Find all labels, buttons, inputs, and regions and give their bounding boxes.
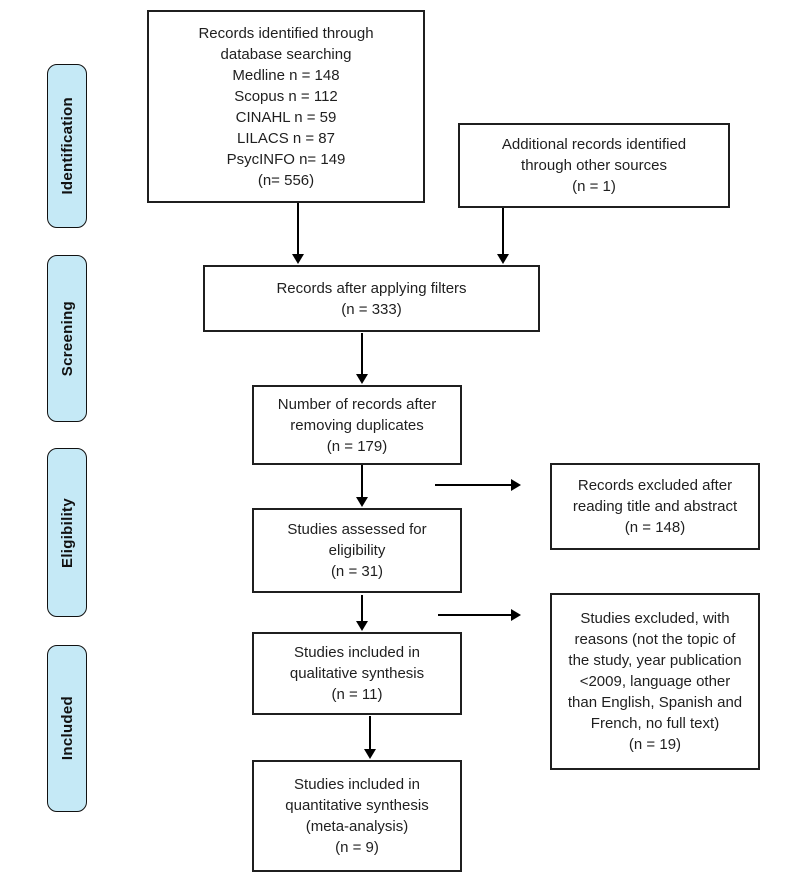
box-after-removing-duplicates: Number of records after removing duplica… (252, 385, 462, 465)
box-studies-assessed-eligibility: Studies assessed for eligibility (n = 31… (252, 508, 462, 593)
box-records-excluded-title-abstract: Records excluded after reading title and… (550, 463, 760, 550)
arrow-duplicates-to-assessed (361, 465, 363, 498)
arrow-to-studies-excluded (438, 614, 512, 616)
box-quantitative-synthesis-text: Studies included in quantitative synthes… (285, 776, 429, 856)
stage-label-screening: Screening (47, 255, 87, 422)
stage-label-text: Eligibility (58, 497, 76, 568)
box-records-identified: Records identified through database sear… (147, 10, 425, 203)
arrow-database-to-filters (297, 203, 299, 255)
stage-label-included: Included (47, 645, 87, 812)
box-after-removing-duplicates-text: Number of records after removing duplica… (277, 395, 437, 455)
stage-label-identification: Identification (47, 64, 87, 228)
stage-label-text: Screening (58, 300, 76, 377)
box-records-after-filters: Records after applying filters (n = 333) (203, 265, 540, 332)
stage-label-text: Identification (58, 97, 76, 195)
box-qualitative-synthesis: Studies included in qualitative synthesi… (252, 632, 462, 715)
box-studies-excluded-reasons: Studies excluded, with reasons (not the … (550, 593, 760, 770)
box-qualitative-synthesis-text: Studies included in qualitative synthesi… (289, 644, 425, 703)
arrow-filters-to-duplicates (361, 333, 363, 375)
box-quantitative-synthesis: Studies included in quantitative synthes… (252, 760, 462, 872)
box-studies-assessed-eligibility-text: Studies assessed for eligibility (n = 31… (287, 521, 427, 580)
box-studies-excluded-reasons-text: Studies excluded, with reasons (not the … (567, 610, 743, 753)
box-additional-records-text: Additional records identified through ot… (501, 136, 687, 195)
box-records-after-filters-text: Records after applying filters (n = 333) (276, 279, 467, 318)
stage-label-eligibility: Eligibility (47, 448, 87, 617)
box-records-excluded-title-abstract-text: Records excluded after reading title and… (572, 477, 738, 536)
arrow-qualitative-to-quantitative (369, 716, 371, 750)
box-additional-records: Additional records identified through ot… (458, 123, 730, 208)
arrow-to-records-excluded (435, 484, 512, 486)
arrow-additional-to-filters (502, 208, 504, 255)
box-records-identified-text: Records identified through database sear… (198, 24, 374, 189)
arrow-assessed-to-qualitative (361, 595, 363, 622)
stage-label-text: Included (58, 696, 76, 761)
